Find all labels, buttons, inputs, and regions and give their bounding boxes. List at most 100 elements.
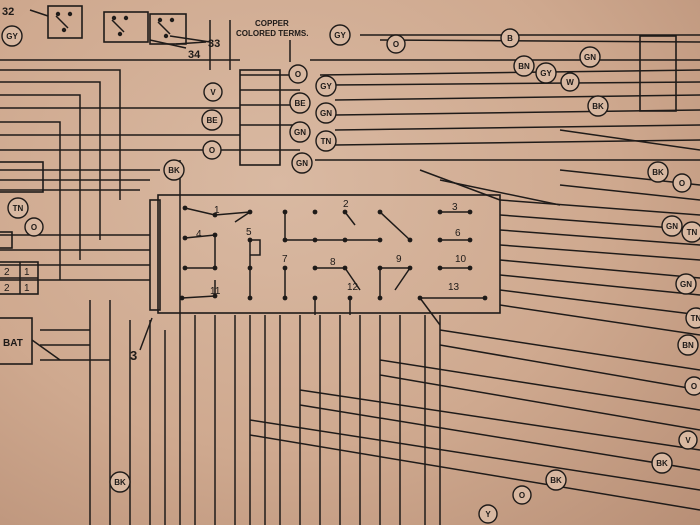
wire-tag-gn: GN [291,152,313,174]
switch-34 [103,11,149,43]
wire-tag-gy: GY [315,75,337,97]
svg-text:GN: GN [680,280,692,289]
callout-33: 33 [208,38,220,50]
svg-text:B: B [507,34,513,43]
svg-text:GY: GY [334,31,346,40]
svg-text:BE: BE [206,116,218,125]
svg-text:TN: TN [691,314,700,323]
svg-text:BK: BK [592,102,604,111]
svg-text:GN: GN [320,109,332,118]
wire-tag-be: BE [201,109,223,131]
switch-number: 11 [210,286,221,297]
svg-text:TN: TN [687,228,698,237]
svg-text:O: O [295,70,301,79]
svg-text:GY: GY [320,82,332,91]
switch-number: 3 [452,202,458,213]
switch-number: 10 [455,254,467,265]
battery-label: BAT [3,338,23,349]
svg-text:O: O [393,40,399,49]
wire-tag-o: O [24,217,44,237]
wire-tag-be: BE [289,92,311,114]
wire-tag-bn: BN [677,334,699,356]
left-component-block: 2 1 2 1 [0,161,44,295]
switch-number: 4 [196,229,202,240]
row-label: 2 [4,283,10,294]
wire-tag-gn: GN [315,102,337,124]
switch-number: 8 [330,257,336,268]
switch-32 [29,5,83,39]
svg-text:BK: BK [652,168,664,177]
wire-tag-bk: BK [163,159,185,181]
wire-tag-w: W [560,72,580,92]
main-switch-block: 1 2 3 4 5 6 7 8 9 10 11 12 13 [149,194,501,326]
svg-text:V: V [210,88,216,97]
wire-tag-tn: TN [315,130,337,152]
svg-text:TN: TN [321,137,332,146]
right-wire-bundle [0,129,700,511]
svg-text:O: O [209,146,215,155]
switch-number: 1 [214,205,220,216]
svg-text:O: O [679,179,685,188]
battery: BAT [0,317,61,365]
wire-tag-bk: BK [545,469,567,491]
callout-3: 3 [130,348,137,363]
svg-text:GY: GY [540,69,552,78]
svg-text:BE: BE [294,99,306,108]
svg-text:GN: GN [584,53,596,62]
connector-block-right [639,35,677,112]
svg-text:GN: GN [296,159,308,168]
wire-tag-o: O [202,140,222,160]
wire-tag-o: O [386,34,406,54]
svg-text:V: V [685,436,691,445]
svg-text:O: O [31,223,37,232]
svg-text:W: W [566,78,574,87]
svg-text:GN: GN [294,128,306,137]
svg-text:BK: BK [168,166,180,175]
wire-tag-gn: GN [579,46,601,68]
row-label: 1 [24,267,30,278]
switch-33 [149,13,211,45]
svg-text:BK: BK [550,476,562,485]
switch-number: 12 [347,282,359,293]
svg-text:TN: TN [13,204,24,213]
wire-tag-o: O [684,376,700,396]
note-line-2: COLORED TERMS. [236,29,308,38]
wire-tag-gy: GY [329,24,351,46]
wire-tag-gy: GY [535,62,557,84]
wire-tag-gn: GN [661,215,683,237]
svg-text:O: O [691,382,697,391]
wire-tag-v: V [203,82,223,102]
svg-text:O: O [519,491,525,500]
wire-tag-tn: TN [685,307,700,329]
wire-tag-o: O [512,485,532,505]
svg-text:BK: BK [656,459,668,468]
wire-tag-o: O [288,64,308,84]
wire-tag-gy: GY [1,25,23,47]
switch-number: 2 [343,199,349,210]
switch-number: 9 [396,254,402,265]
upper-wire-bundle [0,20,700,280]
svg-text:Y: Y [485,510,491,519]
svg-text:BK: BK [114,478,126,487]
wire-tag-bk: BK [587,95,609,117]
switch-number: 5 [246,227,252,238]
switch-number: 7 [282,254,288,265]
wire-tag-bk: BK [651,452,673,474]
wire-tag-y: Y [478,504,498,524]
svg-text:GY: GY [6,32,18,41]
wire-tag-bk: BK [647,161,669,183]
wire-tag-gn: GN [289,121,311,143]
note-line-1: COPPER [255,19,289,28]
wire-color-tags: GY GY O B BN GY W GN BK V O GY BE BE GN GN O TN GN BK TN O BK O… [1,24,700,524]
svg-text:BN: BN [682,341,694,350]
svg-text:GN: GN [666,222,678,231]
switch-number: 6 [455,228,461,239]
callout-34: 34 [188,49,201,61]
row-label: 1 [24,283,30,294]
wire-tag-b: B [500,28,520,48]
row-label: 2 [4,267,10,278]
svg-text:BN: BN [518,62,530,71]
wire-tag-bn: BN [513,55,535,77]
